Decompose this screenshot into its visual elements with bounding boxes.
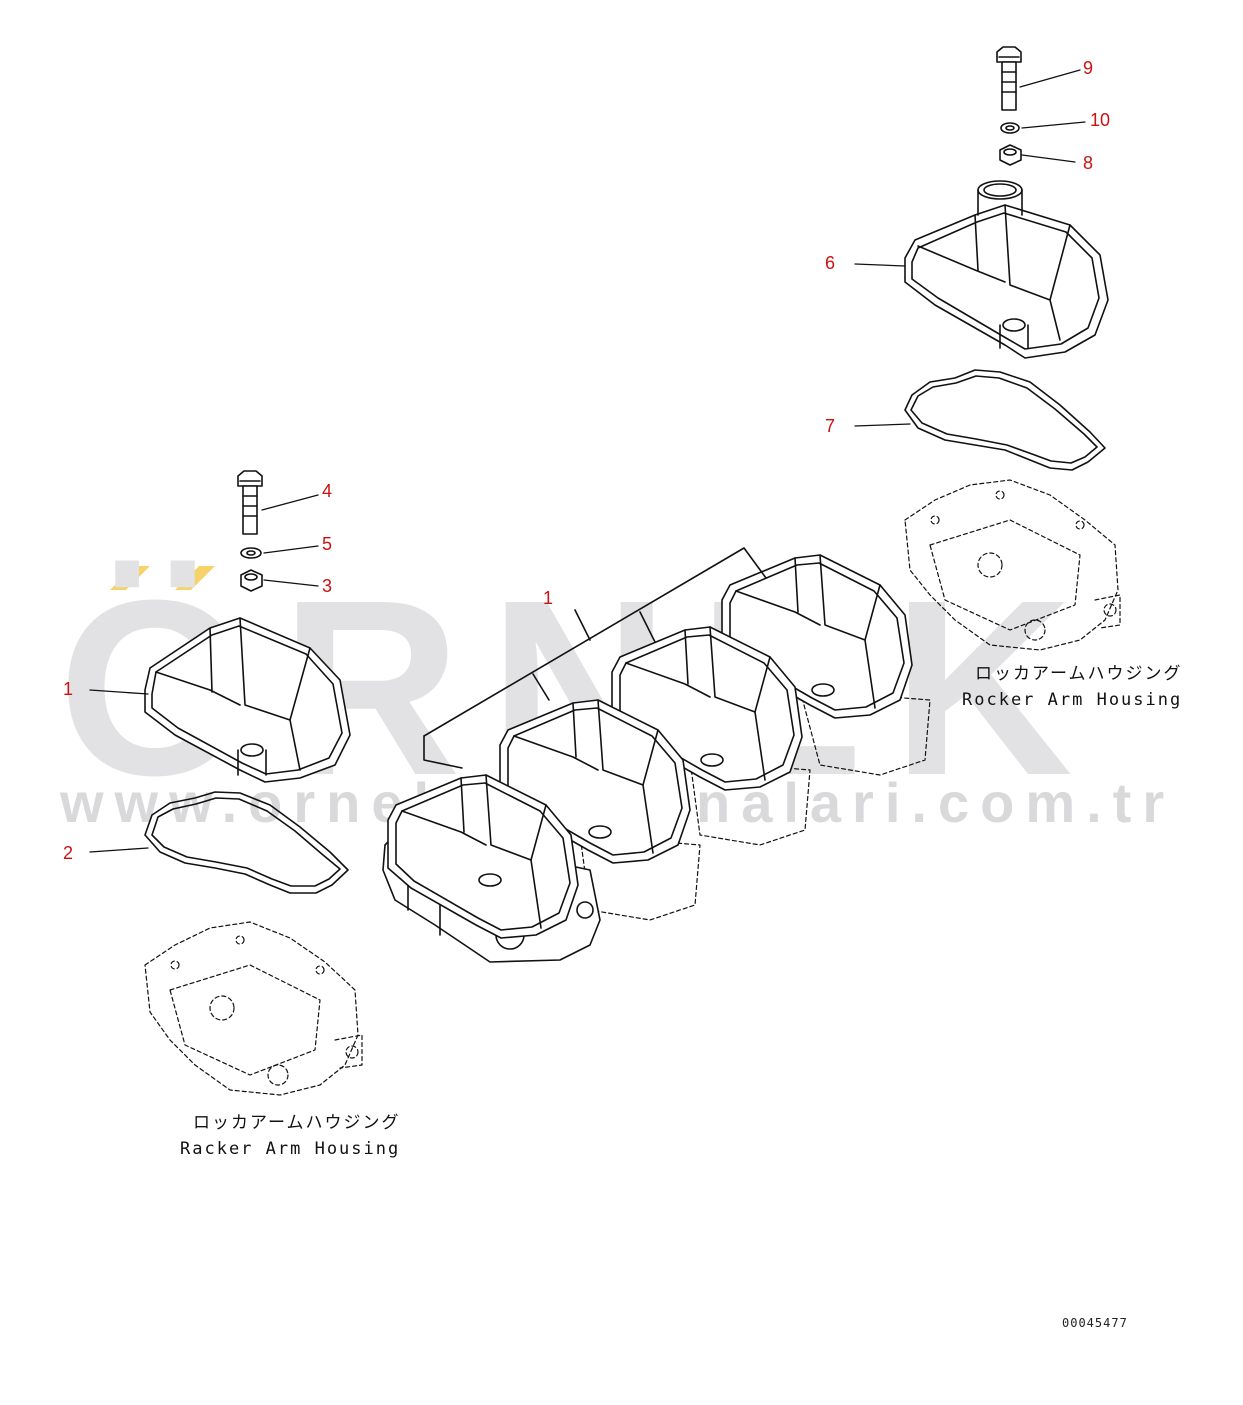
- washer-left: [240, 547, 262, 559]
- callout-5: 5: [322, 534, 333, 554]
- cylinder-head-assembly: [382, 547, 931, 963]
- head-cover-right: [904, 180, 1109, 359]
- callout-leaders: [89, 69, 1086, 853]
- housing-label-right-en: Rocker Arm Housing: [962, 690, 1183, 710]
- callout-8: 8: [1083, 153, 1094, 173]
- housing-label-left-jp: ロッカアームハウジング: [193, 1113, 401, 1133]
- callout-1-center: 1: [543, 588, 554, 608]
- rocker-arm-housing-right: [904, 479, 1121, 651]
- nut-right: [999, 144, 1022, 166]
- callout-10: 10: [1090, 110, 1111, 130]
- callout-7: 7: [825, 416, 836, 436]
- callout-2: 2: [63, 843, 74, 863]
- bolt-left: [237, 470, 263, 535]
- nut-left: [240, 569, 263, 592]
- gasket-right: [904, 369, 1106, 471]
- head-cover-left: [144, 617, 351, 783]
- housing-label-left-en: Racker Arm Housing: [180, 1139, 401, 1159]
- drawing-number: 00045477: [1062, 1316, 1128, 1330]
- washer-right: [1000, 122, 1020, 134]
- rocker-arm-housing-left: [144, 921, 363, 1096]
- callout-4: 4: [322, 481, 333, 501]
- housing-label-right-jp: ロッカアームハウジング: [975, 664, 1183, 684]
- bolt-right: [996, 46, 1022, 111]
- callout-9: 9: [1083, 58, 1094, 78]
- callout-3: 3: [322, 576, 333, 596]
- callout-1-left: 1: [63, 679, 74, 699]
- callout-6: 6: [825, 253, 836, 273]
- gasket-left: [144, 791, 349, 894]
